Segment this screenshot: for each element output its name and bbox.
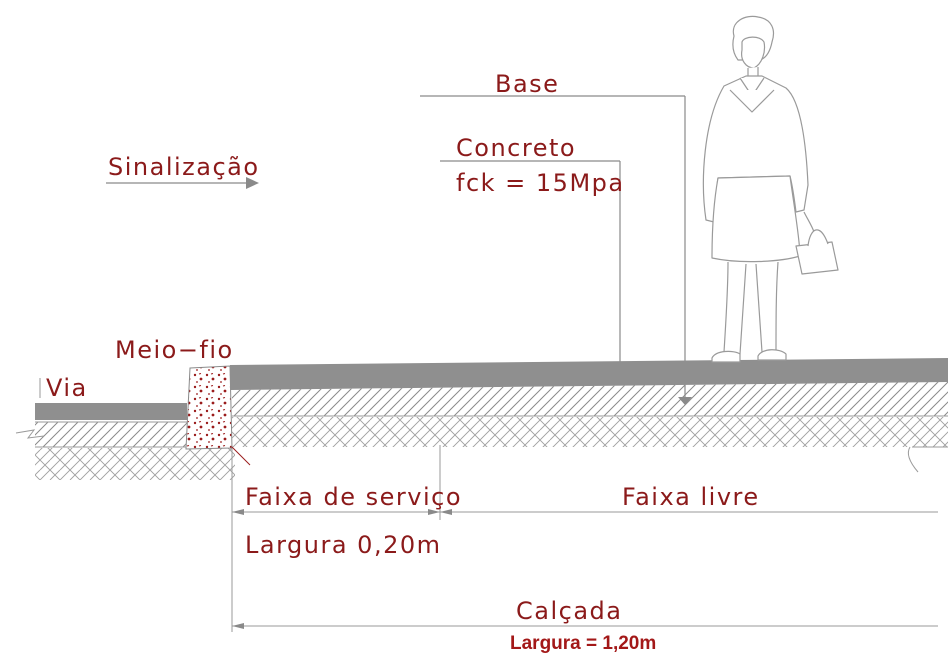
road-section (15, 403, 235, 480)
break-line-icon (15, 429, 45, 439)
dimension-faixas (231, 445, 938, 632)
curb-block (185, 365, 251, 466)
sidewalk-slab (230, 358, 948, 473)
base-label: Base (495, 70, 559, 98)
via-label: Via (46, 374, 88, 402)
meio-fio-label: Meio−fio (115, 336, 234, 364)
concreto-label: Concreto (456, 134, 576, 162)
largura-total-label: Largura = 1,20m (510, 633, 656, 654)
fck-label: fck = 15Mpa (456, 169, 625, 197)
calcada-label: Calçada (516, 597, 622, 625)
faixa-servico-label: Faixa de serviço (245, 483, 462, 511)
sinalizacao-arrow-icon (106, 177, 259, 189)
pedestrian-figure (702, 15, 839, 363)
largura-servico-label: Largura 0,20m (245, 531, 442, 559)
concreto-leader (440, 160, 621, 365)
break-line-icon (907, 446, 919, 473)
faixa-livre-label: Faixa livre (622, 483, 760, 511)
sinalizacao-label: Sinalização (108, 153, 260, 181)
dimension-calcada (232, 623, 938, 629)
